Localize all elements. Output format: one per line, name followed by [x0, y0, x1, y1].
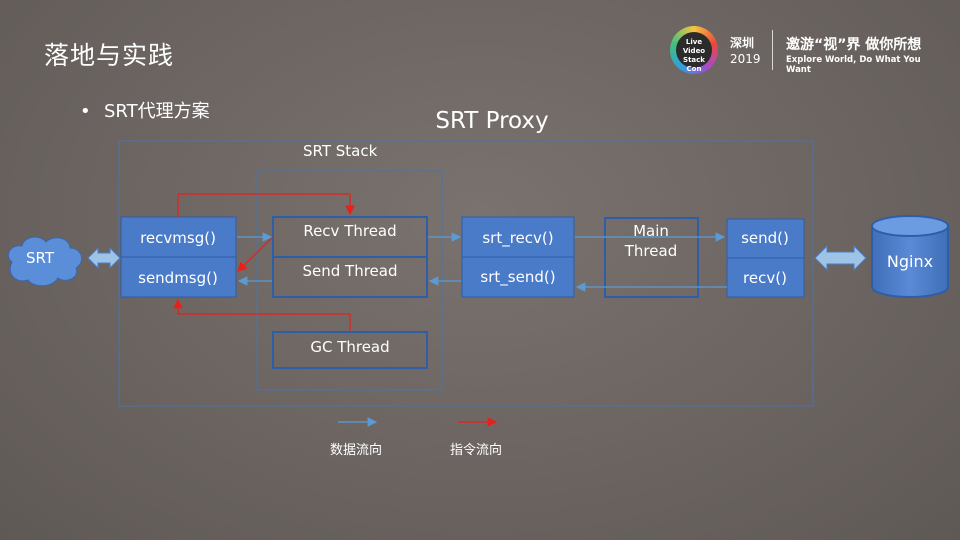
- srt-cloud: SRT: [7, 236, 83, 287]
- bullet-item: • SRT代理方案: [80, 97, 210, 123]
- recvmsg-box: [120, 216, 237, 258]
- recv-label: recv(): [743, 269, 787, 287]
- logo-slogan-en: Explore World, Do What You Want: [786, 55, 921, 75]
- logo-slogan: 邀游“视”界 做你所想: [786, 37, 922, 53]
- main-thread-label-1: Main: [633, 222, 669, 240]
- main-thread-box: [604, 217, 699, 298]
- recvmsg-label: recvmsg(): [140, 229, 216, 247]
- main-thread-label-2: Thread: [624, 242, 677, 260]
- double-arrow-right: [814, 244, 867, 272]
- logo-year: 2019: [730, 52, 761, 66]
- nginx-label: Nginx: [887, 252, 933, 271]
- double-arrow-left: [87, 246, 121, 270]
- nginx-database: Nginx: [871, 215, 949, 298]
- slide-title: 落地与实践: [44, 41, 175, 70]
- bullet-dot: •: [80, 101, 91, 122]
- bullet-text: SRT代理方案: [104, 101, 210, 122]
- legend-command-flow-label: 指令流向: [450, 442, 502, 458]
- send-thread-box: [272, 256, 428, 298]
- proxy-frame: [118, 140, 814, 407]
- cmd-arrow-gcthread-to-sendmsg: [173, 298, 351, 332]
- logo-text: Live Video Stack Con: [676, 32, 712, 73]
- send-box: [726, 218, 805, 259]
- logo-circle: Live Video Stack Con: [670, 26, 718, 74]
- legend-data-flow-label: 数据流向: [330, 442, 382, 458]
- legend: 数据流向 指令流向: [330, 417, 502, 458]
- srt-send-label: srt_send(): [480, 268, 555, 287]
- stack-title: SRT Stack: [303, 142, 378, 160]
- srt-recv-label: srt_recv(): [482, 229, 553, 248]
- cmd-arrow-recvmsg-to-recvthread: [177, 193, 355, 217]
- srt-cloud-label: SRT: [26, 249, 55, 267]
- sendmsg-box: [120, 256, 237, 298]
- recv-thread-label: Recv Thread: [303, 222, 396, 240]
- send-thread-label: Send Thread: [303, 262, 398, 280]
- proxy-title: SRT Proxy: [435, 108, 548, 134]
- cmd-arrow-recvthread-to-sendmsg: [237, 236, 274, 272]
- logo-city: 深圳: [730, 36, 755, 50]
- recv-box: [726, 257, 805, 298]
- gc-thread-label: GC Thread: [310, 338, 389, 356]
- conference-logo: Live Video Stack Con 深圳 2019 邀游“视”界 做你所想…: [668, 24, 938, 76]
- srt-send-box: [461, 256, 575, 298]
- send-label: send(): [741, 229, 789, 247]
- sendmsg-label: sendmsg(): [138, 269, 218, 287]
- logo-separator: [772, 30, 773, 70]
